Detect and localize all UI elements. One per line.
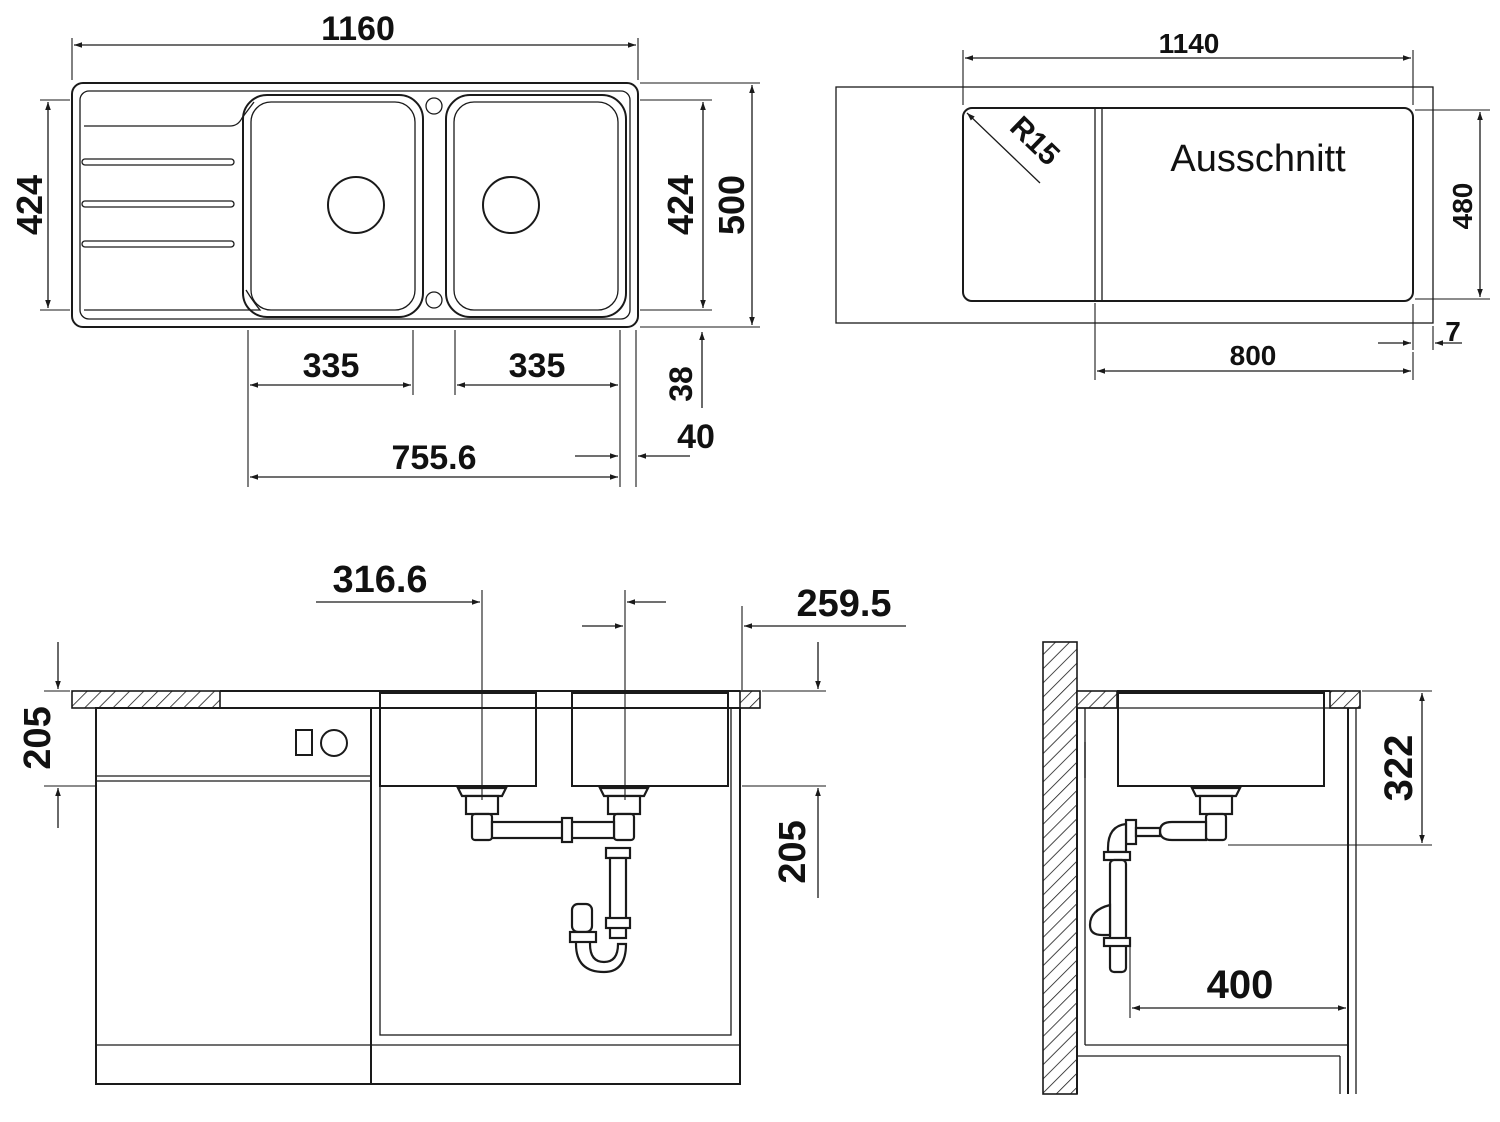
- dim-line-r15: [966, 112, 1041, 184]
- cutout-outline: [962, 107, 1414, 302]
- right-bowl-inner: [453, 101, 619, 311]
- dim-offset-40: 40: [677, 418, 715, 456]
- dim-right-height: 205: [772, 820, 814, 883]
- dim-edge-offset: 259.5: [796, 583, 891, 625]
- cutout-view: Ausschnitt R15 1140 480 7 800: [835, 28, 1490, 380]
- dim-bowls-span: 755.6: [391, 439, 476, 477]
- dim-drain-offset: 316.6: [332, 559, 427, 601]
- dim-cutout-width: 1140: [1159, 28, 1220, 59]
- dim-cutout-bowl-span: 800: [1230, 340, 1277, 371]
- cutout-label: Ausschnitt: [1170, 138, 1346, 180]
- dishwasher-switch-icon: [295, 729, 313, 756]
- dim-depth-total: 500: [711, 175, 752, 235]
- cabinet-left: [95, 707, 372, 1085]
- sink-outline: [71, 82, 639, 328]
- front-plumbing: [456, 786, 650, 974]
- dim-depth-left: 424: [9, 175, 50, 235]
- drainer-outline: [84, 101, 255, 127]
- front-bowl-right: [571, 692, 729, 787]
- left-drain-icon: [327, 176, 385, 234]
- drainer-groove-2: [81, 200, 235, 208]
- top-view: 1160 424 424 500 335 335 38 755.6: [9, 10, 760, 487]
- side-plumbing: [1088, 786, 1242, 974]
- dishwasher-knob-icon: [320, 729, 348, 757]
- drainer-groove-3: [81, 240, 235, 248]
- left-bowl-outer: [242, 94, 424, 318]
- countertop-left: [71, 690, 221, 709]
- cutout-board: [835, 86, 1434, 324]
- overflow-top-icon: [425, 97, 443, 115]
- side-bowl: [1117, 692, 1325, 787]
- front-view: 316.6 259.5 205 205: [17, 559, 906, 1085]
- dim-side-depth: 400: [1207, 963, 1274, 1007]
- dim-bowl-right: 335: [509, 347, 566, 385]
- right-bowl-outer: [445, 94, 627, 318]
- front-bowl-left: [379, 692, 537, 787]
- dim-width-total: 1160: [321, 10, 395, 48]
- dim-offset-38: 38: [663, 366, 699, 402]
- dim-radius: R15: [1003, 110, 1066, 172]
- drainer-groove-1: [81, 158, 235, 166]
- right-drain-icon: [482, 176, 540, 234]
- dim-bowl-left: 335: [303, 347, 360, 385]
- dim-cutout-depth: 480: [1447, 183, 1478, 230]
- dim-left-height: 205: [17, 706, 59, 769]
- left-bowl-inner: [250, 101, 416, 311]
- side-countertop-left: [1076, 690, 1118, 709]
- cabinet-right: [370, 707, 741, 1085]
- side-view: 322 400: [1042, 641, 1432, 1095]
- side-countertop-right: [1329, 690, 1361, 709]
- overflow-bottom-icon: [425, 291, 443, 309]
- countertop-right: [739, 690, 761, 709]
- wall: [1042, 641, 1078, 1095]
- dim-cutout-inset: 7: [1445, 316, 1461, 347]
- dim-side-height: 322: [1377, 735, 1421, 802]
- dim-depth-bowl: 424: [660, 175, 701, 235]
- sink-rim: [79, 90, 631, 320]
